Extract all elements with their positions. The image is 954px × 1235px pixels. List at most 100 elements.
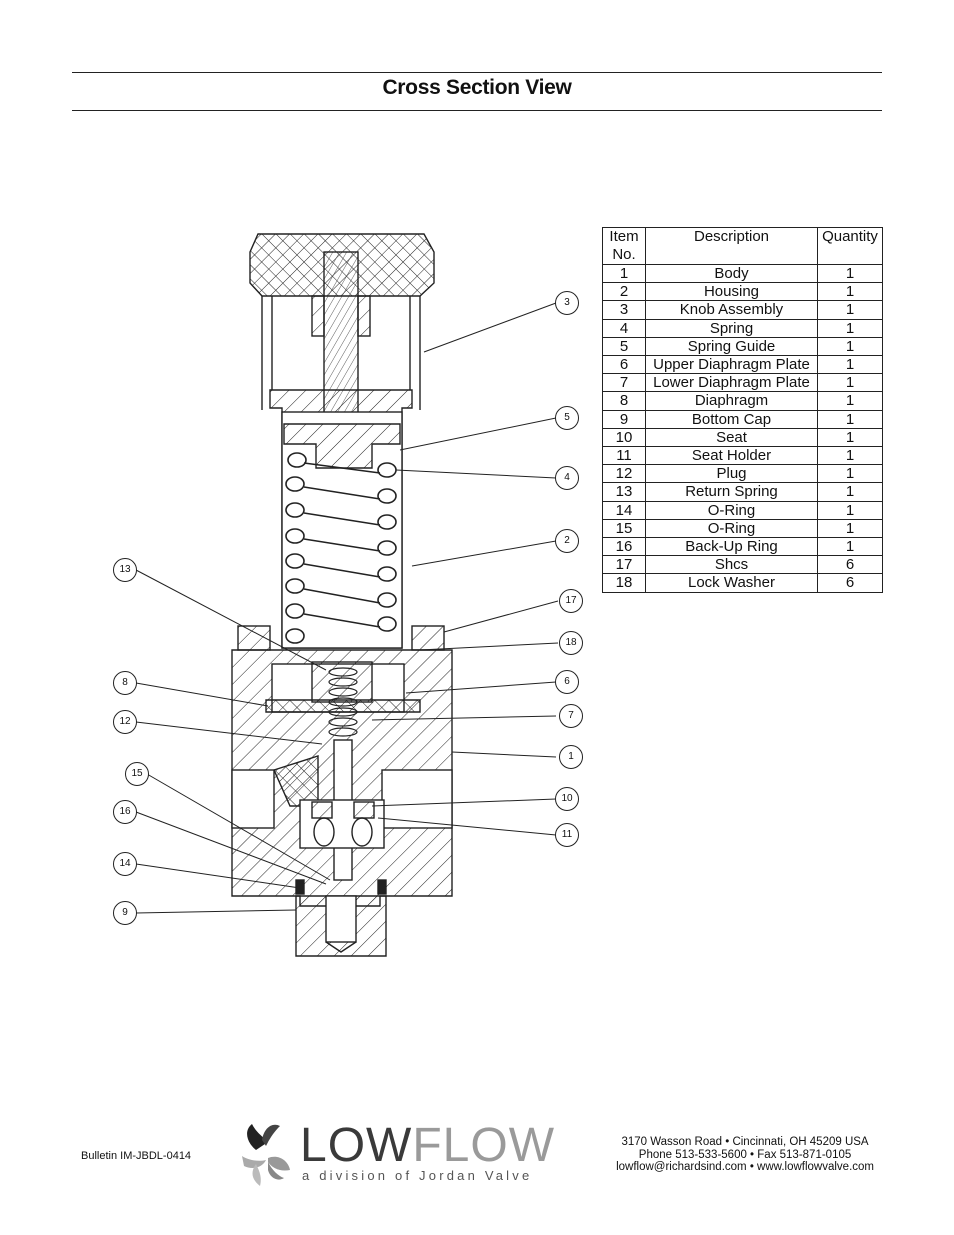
description-cell: Plug [645,464,818,484]
description-cell: Back-Up Ring [645,537,818,557]
address-line-2: Phone 513-533-5600 • Fax 513-871-0105 [638,1148,852,1161]
quantity-cell: 1 [817,391,883,411]
quantity-cell: 1 [817,500,883,520]
callout-18: 18 [559,631,583,655]
description-cell: Return Spring [645,482,818,502]
description-cell: Spring [645,318,818,338]
description-cell: Diaphragm [645,391,818,411]
callout-1: 1 [559,745,583,769]
col-item-line2: No. [612,246,636,263]
valve-cross-section-drawing [135,233,559,957]
callout-3: 3 [555,291,579,315]
item-no-cell: 7 [602,373,646,393]
description-cell: Housing [645,282,818,302]
description-cell: Spring Guide [645,336,818,357]
item-no-cell: 17 [602,555,646,575]
title-underline [72,110,882,111]
flower-logo-icon [242,1124,290,1186]
quantity-cell: 1 [817,282,883,302]
item-no-cell: 3 [602,300,646,320]
callout-14: 14 [113,852,137,876]
top-rule [72,72,882,73]
quantity-cell: 1 [817,300,883,320]
quantity-cell: 1 [817,355,883,375]
description-cell: Body [645,263,818,284]
description-cell: O-Ring [645,500,818,520]
item-no-cell: 12 [602,464,646,484]
item-no-cell: 9 [602,409,646,429]
quantity-cell: 1 [817,318,883,338]
description-cell: Lock Washer [645,573,818,593]
description-cell: Shcs [645,555,818,575]
callout-5: 5 [555,406,579,430]
callout-4: 4 [555,466,579,490]
description-cell: Knob Assembly [645,300,818,320]
item-no-cell: 5 [602,336,646,357]
callout-8: 8 [113,671,137,695]
quantity-cell: 1 [817,427,883,448]
logo-flow-text: FLOW [412,1119,555,1172]
callout-11: 11 [555,823,579,847]
quantity-cell: 1 [817,482,883,502]
quantity-cell: 1 [817,336,883,357]
col-description-header: Description [645,227,818,265]
callout-6: 6 [555,670,579,694]
callout-16: 16 [113,800,137,824]
item-no-cell: 2 [602,282,646,302]
lowflow-logo: LOWFLOW a division of Jordan Valve [238,1118,568,1190]
description-cell: O-Ring [645,518,818,539]
callout-7: 7 [559,704,583,728]
quantity-cell: 1 [817,446,883,466]
callout-10: 10 [555,787,579,811]
item-no-cell: 15 [602,518,646,539]
quantity-cell: 1 [817,464,883,484]
callout-12: 12 [113,710,137,734]
logo-tagline: a division of Jordan Valve [302,1168,533,1183]
item-no-cell: 18 [602,573,646,593]
quantity-cell: 1 [817,263,883,284]
item-no-cell: 1 [602,263,646,284]
callout-15: 15 [125,762,149,786]
description-cell: Lower Diaphragm Plate [645,373,818,393]
logo-wordmark: LOWFLOW [300,1118,555,1173]
description-cell: Bottom Cap [645,409,818,429]
quantity-cell: 1 [817,373,883,393]
address-line-3: lowflow@richardsind.com • www.lowflowval… [616,1161,874,1173]
company-address: 3170 Wasson Road • Cincinnati, OH 45209 … [616,1136,874,1174]
callout-2: 2 [555,529,579,553]
page-title: Cross Section View [382,76,572,99]
item-no-cell: 11 [602,446,646,466]
callout-13: 13 [113,558,137,582]
quantity-cell: 1 [817,518,883,539]
item-no-cell: 16 [602,537,646,557]
item-no-cell: 13 [602,482,646,502]
item-no-cell: 6 [602,355,646,375]
item-no-cell: 8 [602,391,646,411]
item-no-cell: 4 [602,318,646,338]
bulletin-number: Bulletin IM-JBDL-0414 [81,1150,192,1162]
description-cell: Seat [645,427,818,448]
callout-17: 17 [559,589,583,613]
quantity-cell: 6 [817,573,883,593]
description-cell: Upper Diaphragm Plate [645,355,818,375]
item-no-cell: 14 [602,500,646,520]
